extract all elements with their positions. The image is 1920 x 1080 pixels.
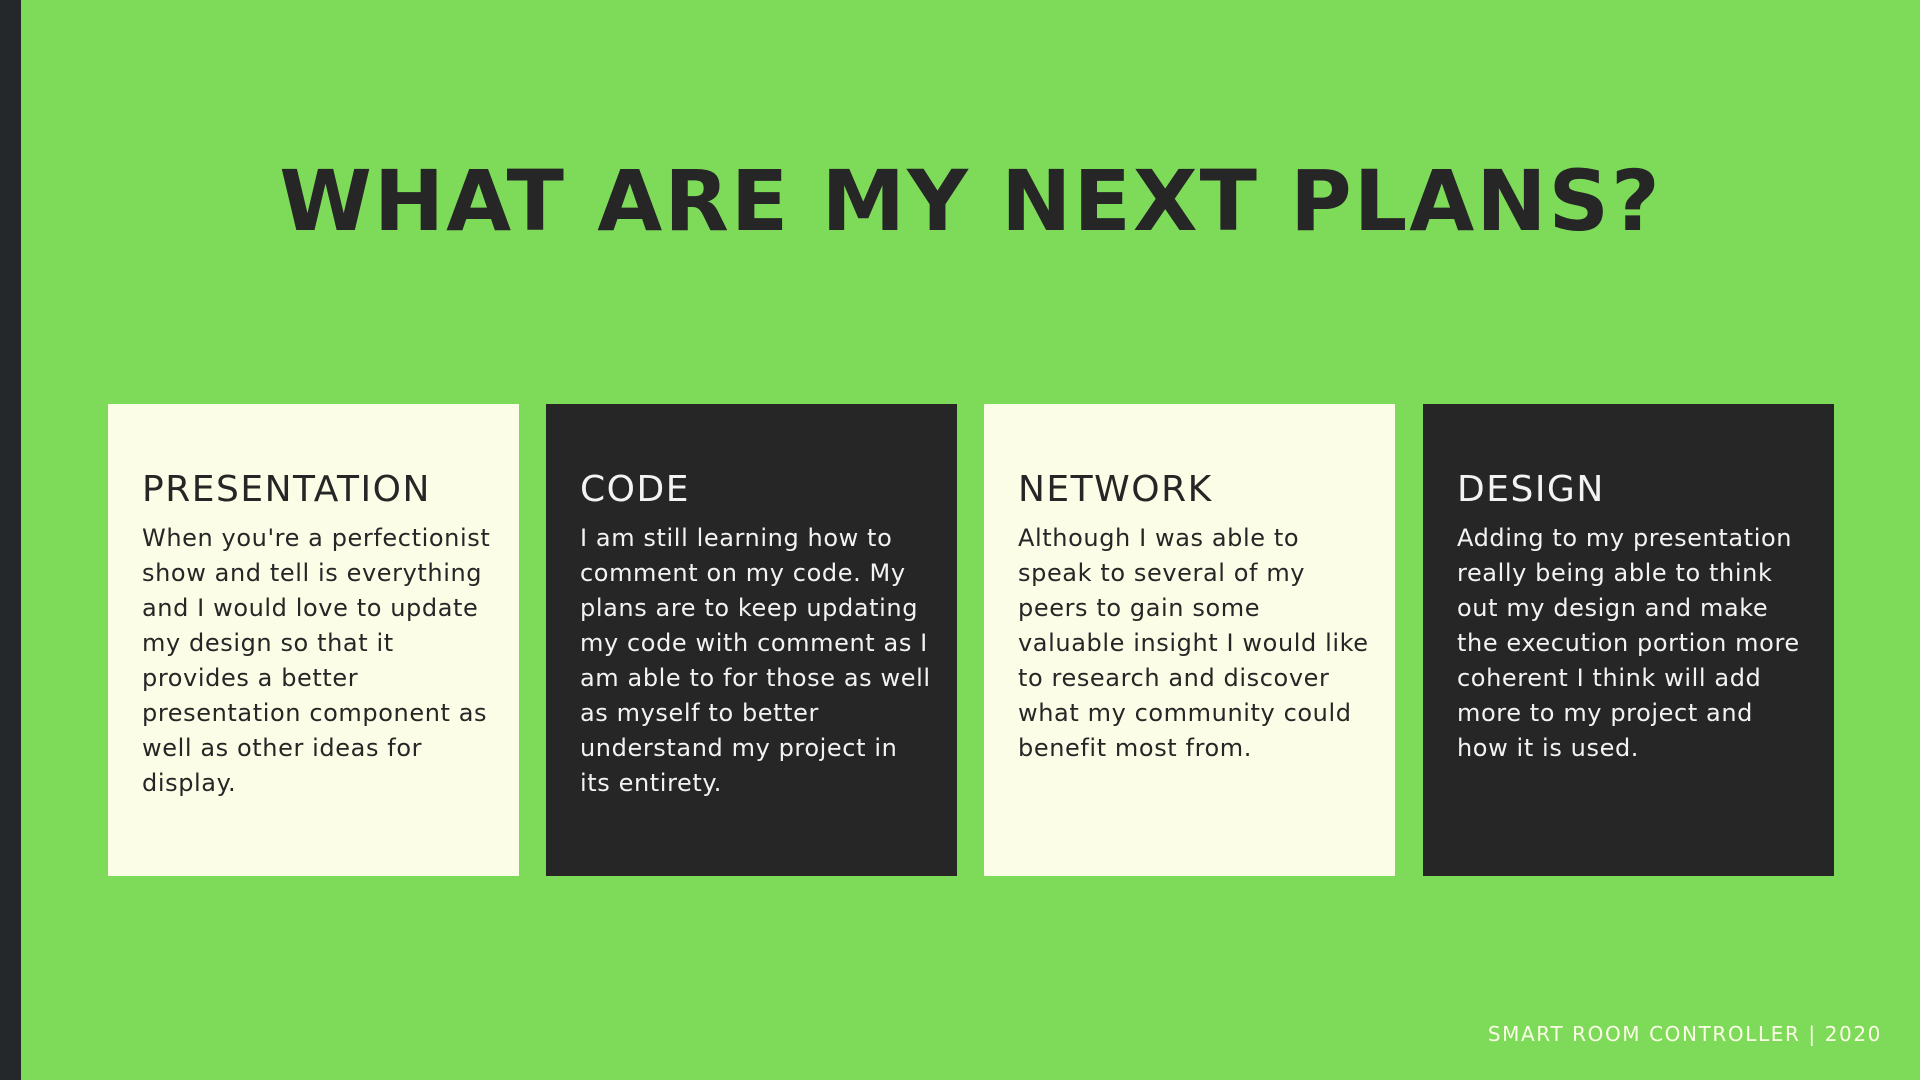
- card-presentation: PRESENTATION When you're a perfectionist…: [108, 404, 519, 876]
- card-heading-network: NETWORK: [1018, 469, 1213, 510]
- card-heading-code: CODE: [580, 469, 690, 510]
- left-accent-bar: [0, 0, 21, 1080]
- card-network: NETWORK Although I was able to speak to …: [984, 404, 1395, 876]
- card-body-presentation: When you're a perfectionist show and tel…: [142, 524, 491, 798]
- card-body-code: I am still learning how to comment on my…: [580, 524, 931, 798]
- slide-title: WHAT ARE MY NEXT PLANS?: [279, 152, 1662, 250]
- card-design: DESIGN Adding to my presentation really …: [1423, 404, 1834, 876]
- card-heading-design: DESIGN: [1457, 469, 1605, 510]
- card-body-network: Although I was able to speak to several …: [1018, 524, 1369, 763]
- card-code: CODE I am still learning how to comment …: [546, 404, 957, 876]
- card-heading-presentation: PRESENTATION: [142, 469, 431, 510]
- footer-label: SMART ROOM CONTROLLER | 2020: [1487, 1022, 1882, 1046]
- card-body-design: Adding to my presentation really being a…: [1457, 524, 1800, 763]
